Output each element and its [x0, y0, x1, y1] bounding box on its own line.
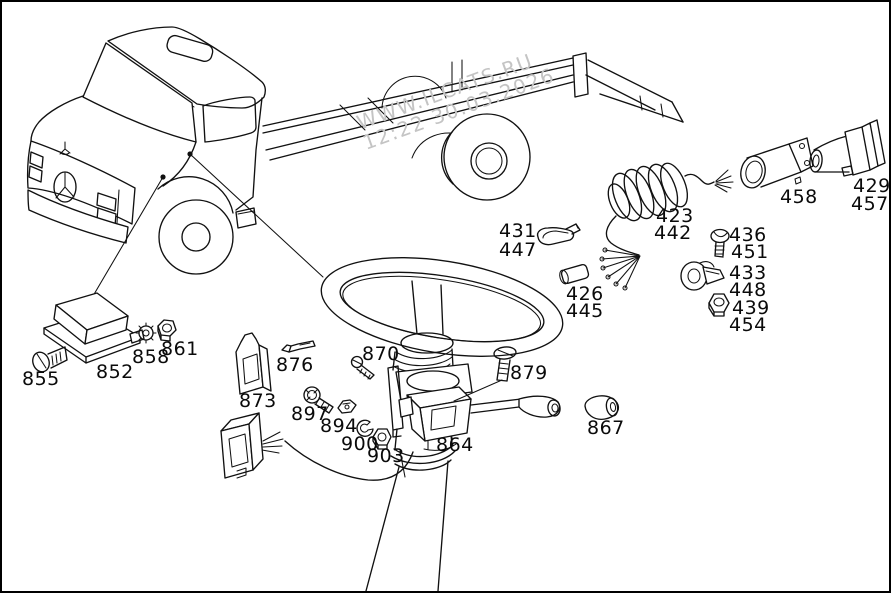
part-label-454: 454: [729, 314, 767, 336]
part-894-clip: [337, 399, 357, 414]
part-423-coiled-cable: [599, 162, 734, 291]
part-label-894: 894: [320, 415, 358, 437]
part-label-439: 439: [732, 297, 770, 319]
part-433-clamp: [680, 261, 725, 291]
part-label-442: 442: [654, 222, 692, 244]
part-label-457: 457: [851, 193, 889, 215]
part-label-423: 423: [656, 205, 694, 227]
part-label-903: 903: [367, 445, 405, 467]
part-label-870: 870: [362, 343, 400, 365]
part-label-445: 445: [566, 300, 604, 322]
part-label-858: 858: [132, 346, 170, 368]
part-label-431: 431: [499, 220, 537, 242]
part-label-879: 879: [510, 362, 548, 384]
steering-wheel: [320, 257, 564, 357]
steering-column: [365, 332, 473, 592]
rear-wheel: [441, 113, 531, 201]
part-label-451: 451: [731, 241, 769, 263]
part-label-900: 900: [341, 433, 379, 455]
part-864-combination-switch: [398, 379, 561, 478]
part-label-852: 852: [96, 361, 134, 383]
part-label-448: 448: [729, 279, 767, 301]
part-label-458: 458: [780, 186, 818, 208]
chassis-frame: [262, 52, 684, 161]
part-label-429: 429: [853, 175, 891, 197]
part-label-873: 873: [239, 390, 277, 412]
part-label-876: 876: [276, 354, 314, 376]
part-label-855: 855: [22, 368, 60, 390]
part-label-867: 867: [587, 417, 625, 439]
part-852-relay-box: [43, 292, 145, 364]
truck-cab: [26, 26, 266, 275]
part-861-nut: [157, 319, 177, 342]
part-label-447: 447: [499, 239, 537, 261]
connector-and-cable: [220, 412, 414, 481]
part-label-864: 864: [436, 434, 474, 456]
part-label-426: 426: [566, 283, 604, 305]
part-436-screw: [710, 228, 730, 258]
part-429-horn-switch: [809, 119, 886, 177]
part-900-spring-washer: [356, 419, 374, 437]
part-858-lock-washer: [135, 322, 157, 344]
part-label-436: 436: [729, 224, 767, 246]
part-855-screw: [32, 346, 68, 373]
part-label-861: 861: [161, 338, 199, 360]
part-879-screw: [493, 346, 517, 382]
part-876-terminal: [281, 340, 316, 353]
part-label-433: 433: [729, 262, 767, 284]
part-873-switch-housing: [235, 332, 272, 395]
part-426-sleeve: [559, 263, 590, 285]
leader-lines: [92, 151, 324, 297]
part-897-screw: [303, 386, 334, 414]
part-label-897: 897: [291, 403, 329, 425]
part-439-nut: [708, 293, 730, 317]
part-867-knob: [584, 395, 620, 421]
part-903-nut: [372, 428, 392, 450]
part-458-contact-tube: [740, 137, 814, 189]
part-870-screw: [350, 355, 375, 380]
part-431-contact: [536, 223, 581, 246]
